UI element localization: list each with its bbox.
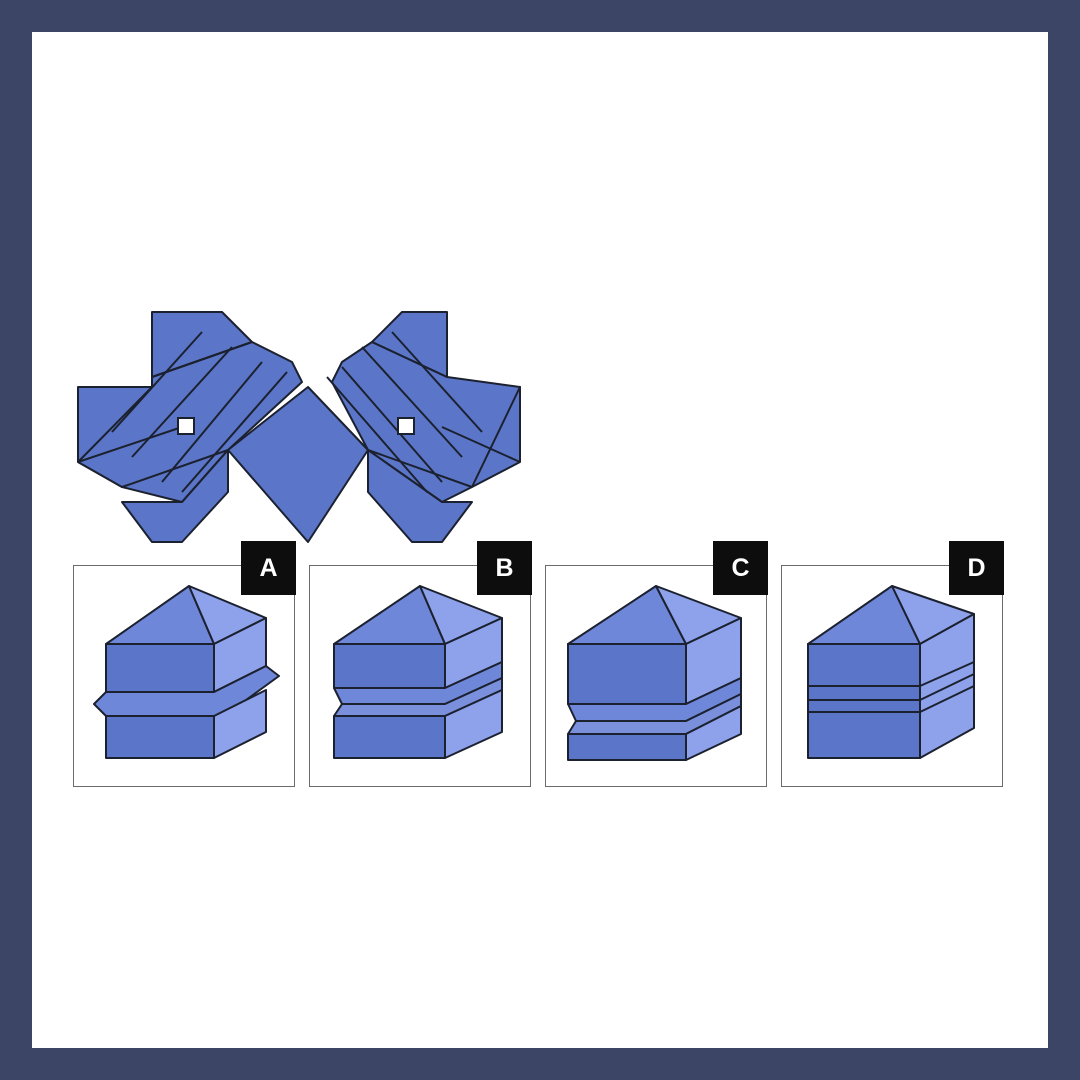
net-right-bottom-flap: [367, 449, 473, 543]
option-d-label: D: [949, 541, 1004, 595]
net-right-hole: [397, 417, 415, 435]
option-a-card[interactable]: A: [73, 541, 296, 787]
option-b-label: B: [477, 541, 532, 595]
option-a-label: A: [241, 541, 296, 595]
option-c-card[interactable]: C: [545, 541, 768, 787]
option-d-card[interactable]: D: [781, 541, 1004, 787]
option-b-card[interactable]: B: [309, 541, 532, 787]
option-c-shape: [567, 585, 742, 761]
option-a-shape: [93, 585, 280, 759]
option-c-label: C: [713, 541, 768, 595]
option-b-shape: [333, 585, 503, 759]
option-d-shape: [807, 585, 975, 759]
puzzle-canvas: A B: [32, 32, 1048, 1048]
net-left-hole: [177, 417, 195, 435]
net-center-face: [227, 386, 369, 543]
cube-net-diagram: [77, 311, 521, 543]
